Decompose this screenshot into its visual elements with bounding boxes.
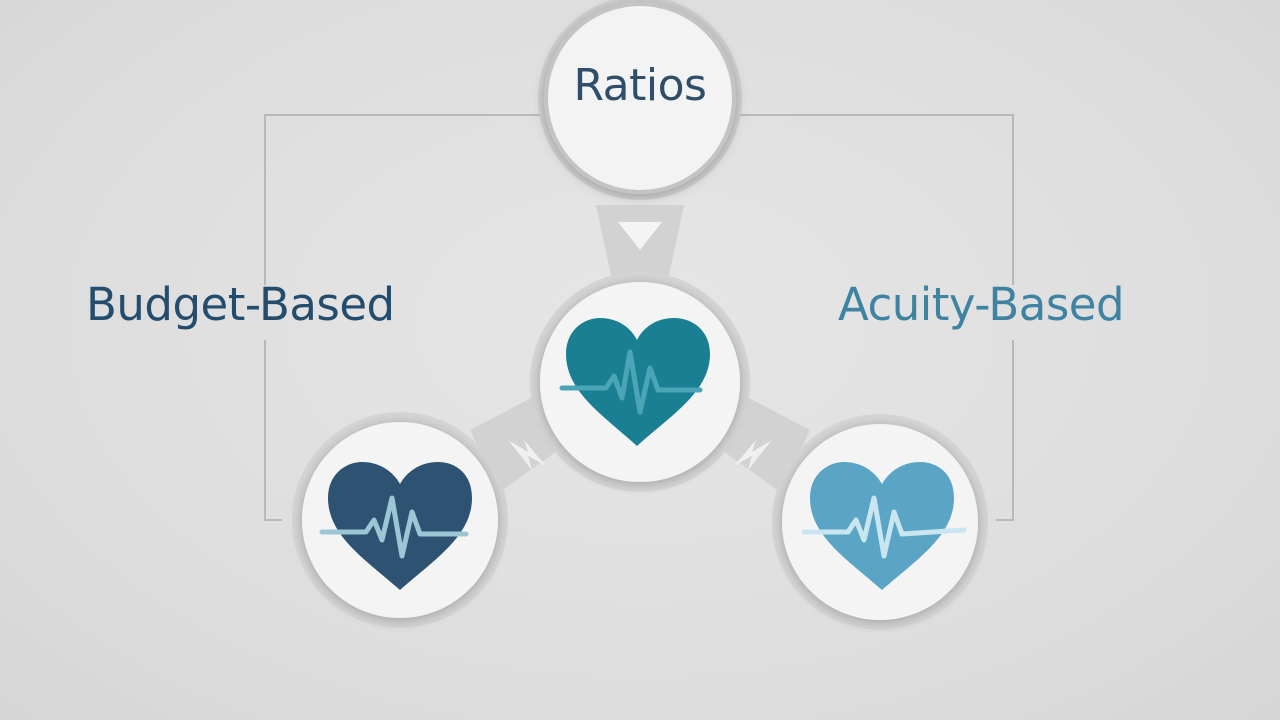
left-bracket-line: [264, 114, 545, 285]
down-arrow-icon: [618, 222, 662, 250]
left-heart-node: [292, 412, 508, 628]
heart-pulse-icon: [319, 462, 472, 590]
heart-pulse-icon: [801, 462, 967, 590]
lightning-right-icon: [734, 440, 772, 470]
right-bracket-line: [735, 114, 1014, 285]
right-bracket-line-lower: [996, 340, 1014, 521]
bracket-lines: [264, 114, 1014, 521]
budget-based-label: Budget-Based: [86, 278, 395, 331]
ratios-label: Ratios: [573, 60, 707, 111]
left-bracket-line-lower: [264, 340, 282, 521]
right-heart-node: [772, 414, 988, 630]
lightning-left-icon: [508, 440, 546, 470]
heart-pulse-icon: [559, 318, 710, 446]
ratios-node: [538, 0, 742, 200]
acuity-based-label: Acuity-Based: [838, 278, 1125, 331]
center-heart-node: [530, 272, 750, 492]
